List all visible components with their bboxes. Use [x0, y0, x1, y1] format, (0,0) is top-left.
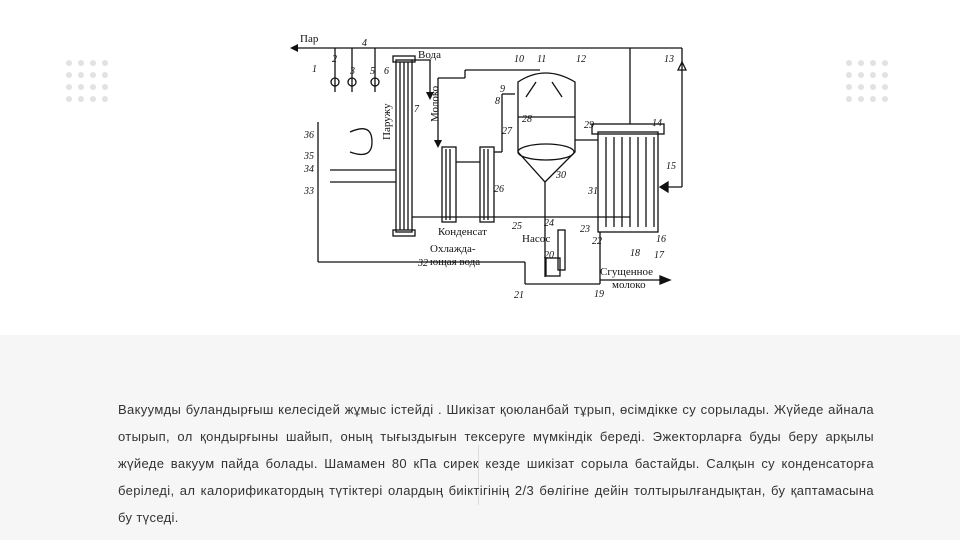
part-number: 30	[555, 170, 566, 181]
label-shell: Паружу	[381, 103, 393, 140]
part-number: 22	[592, 236, 602, 247]
part-number: 11	[537, 54, 546, 65]
label-condensate: Конденсат	[438, 226, 487, 238]
part-number: 4	[362, 38, 367, 49]
part-number: 17	[654, 250, 665, 261]
part-number: 25	[512, 221, 522, 232]
label-condensed-milk-2: молоко	[612, 279, 646, 291]
part-number: 31	[587, 186, 598, 197]
part-number: 33	[303, 186, 314, 197]
part-number: 27	[502, 126, 513, 137]
pump-column	[557, 229, 566, 271]
part-number: 28	[522, 114, 532, 125]
heater-column	[395, 59, 413, 233]
vacuum-evaporator-diagram: Пар Вода Молоко Паружу Конденсат Охлажда…	[290, 33, 688, 301]
calorifier	[597, 131, 659, 233]
part-number: 34	[303, 164, 314, 175]
part-number: 12	[576, 54, 586, 65]
label-water: Вода	[418, 49, 441, 61]
description-text: Вакуумды буландырғыш келесідей жұмыс іст…	[118, 402, 874, 525]
part-number: 8	[495, 96, 500, 107]
part-number: 24	[544, 218, 554, 229]
part-number: 29	[584, 120, 594, 131]
part-number: 2	[332, 54, 337, 65]
part-number: 3	[349, 66, 355, 77]
part-number: 15	[666, 161, 676, 172]
decorative-dots-left	[66, 60, 114, 108]
label-cooling-water-2: ющая вода	[430, 256, 480, 268]
part-number: 26	[494, 184, 504, 195]
label-milk: Молоко	[429, 85, 441, 122]
decorative-dots-right	[846, 60, 894, 108]
part-number: 20	[544, 250, 554, 261]
part-number: 19	[594, 289, 604, 300]
ejector-loop	[349, 128, 373, 156]
part-number: 21	[514, 290, 524, 301]
part-number: 14	[652, 118, 662, 129]
part-number: 5	[370, 66, 375, 77]
evaporator-vessel	[517, 72, 576, 183]
label-steam: Пар	[300, 33, 319, 45]
caption-panel	[0, 335, 960, 540]
part-number: 16	[656, 234, 666, 245]
part-number: 1	[312, 64, 317, 75]
part-number: 18	[630, 248, 640, 259]
label-pump: Насос	[522, 233, 550, 245]
part-number: 7	[414, 104, 420, 115]
cooler-left	[441, 146, 457, 223]
part-number: 36	[303, 130, 314, 141]
vertical-divider	[478, 445, 479, 505]
part-number: 10	[514, 54, 524, 65]
part-number: 23	[580, 224, 590, 235]
part-number: 13	[664, 54, 674, 65]
label-condensed-milk-1: Сгущенное	[600, 266, 653, 278]
label-cooling-water-1: Охлажда-	[430, 243, 476, 255]
part-number: 6	[384, 66, 389, 77]
part-number: 9	[500, 84, 505, 95]
cooler-right	[479, 146, 495, 223]
part-number: 32	[417, 258, 428, 269]
part-number: 35	[303, 151, 314, 162]
